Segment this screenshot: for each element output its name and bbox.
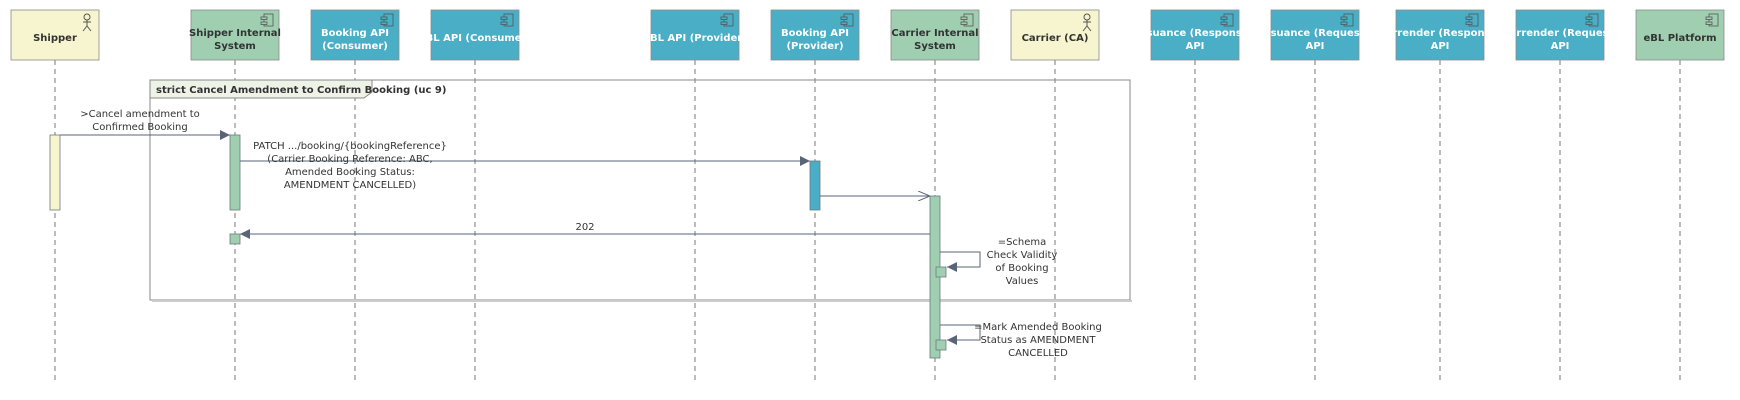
participant-name: Shipper (33, 33, 77, 44)
participant-name: eBL API (Consumer) (419, 33, 531, 44)
participant-booking_consumer[interactable]: Booking API (Consumer) (310, 9, 400, 61)
participant-name: System (914, 41, 956, 52)
actor-icon (82, 13, 92, 32)
participant-name: Carrier (CA) (1022, 33, 1089, 44)
participant-name: Surrender (Response) (1378, 28, 1502, 39)
participant-name: (Consumer) (322, 41, 388, 52)
participant-name: Booking API (321, 28, 389, 39)
component-icon (720, 13, 734, 27)
participant-surrender_response[interactable]: Surrender (Response) API (1378, 9, 1502, 61)
message-label: Values (1006, 276, 1039, 287)
component-icon (1705, 13, 1719, 27)
message-label: =Mark Amended Booking (974, 322, 1102, 333)
activation-bar-carrier_internal (935, 339, 947, 351)
activation-bar-shipper_internal (229, 134, 241, 211)
message-label: CANCELLED (1008, 348, 1068, 359)
participant-name: (Provider) (786, 41, 843, 52)
self-message-arrow (940, 251, 981, 272)
participant-surrender_request[interactable]: Surrender (Request) API (1502, 9, 1618, 61)
activation-bar-booking_provider (809, 160, 821, 211)
participant-issuance_response[interactable]: Issuance (Response) API (1137, 9, 1253, 61)
message-label: Amended Booking Status: (285, 167, 415, 178)
participant-name: API (1186, 41, 1205, 52)
message-label: >Cancel amendment to (80, 109, 200, 120)
participant-ebl_provider[interactable]: eBL API (Provider) (643, 9, 747, 61)
message-label: Confirmed Booking (92, 122, 187, 133)
component-icon (500, 13, 514, 27)
participant-box (1270, 9, 1360, 61)
message-label: of Booking (995, 263, 1048, 274)
message-label: AMENDMENT CANCELLED) (284, 180, 416, 191)
participant-issuance_request[interactable]: Issuance (Request) API (1261, 9, 1369, 61)
participant-shipper[interactable]: Shipper (10, 9, 100, 61)
activation-bar-carrier_internal (935, 266, 947, 278)
component-icon (380, 13, 394, 27)
participant-name: API (1551, 41, 1570, 52)
participant-name: eBL Platform (1643, 33, 1716, 44)
participant-name: Carrier Internal (891, 28, 978, 39)
message-0[interactable]: >Cancel amendment to Confirmed Booking (60, 109, 230, 140)
participant-name: API (1431, 41, 1450, 52)
component-icon (1585, 13, 1599, 27)
participant-name: System (214, 41, 256, 52)
self-message-arrow (940, 324, 981, 345)
participant-name: Shipper Internal (189, 28, 281, 39)
participant-carrier[interactable]: Carrier (CA) (1010, 9, 1100, 61)
message-1[interactable]: PATCH .../booking/{bookingReference} (Car… (240, 141, 810, 191)
participant-name: Surrender (Request) (1502, 28, 1618, 39)
message-label: Status as AMENDMENT (980, 335, 1096, 346)
activation-bar-shipper_internal (229, 233, 241, 245)
message-label: Check Validity (987, 250, 1058, 261)
frame-title: strict Cancel Amendment to Confirm Booki… (156, 85, 446, 96)
component-icon (840, 13, 854, 27)
message-3[interactable]: 202 (240, 222, 930, 239)
participant-booking_provider[interactable]: Booking API (Provider) (770, 9, 860, 61)
message-label: =Schema (998, 237, 1047, 248)
participant-name: API (1306, 41, 1325, 52)
participant-ebl_consumer[interactable]: eBL API (Consumer) (419, 9, 531, 61)
participant-ebl_platform[interactable]: eBL Platform (1635, 9, 1725, 61)
component-icon (1340, 13, 1354, 27)
activation-bar-shipper (49, 134, 61, 211)
participant-name: eBL API (Provider) (643, 33, 747, 44)
actor-icon (1082, 13, 1092, 32)
participant-name: Issuance (Request) (1261, 28, 1369, 39)
component-icon (260, 13, 274, 27)
interaction-frame: strict Cancel Amendment to Confirm Booki… (149, 79, 1132, 302)
participant-name: Booking API (781, 28, 849, 39)
component-icon (1220, 13, 1234, 27)
message-label: 202 (575, 222, 594, 233)
component-icon (960, 13, 974, 27)
message-label: (Carrier Booking Reference: ABC, (267, 154, 432, 165)
component-icon (1465, 13, 1479, 27)
participant-name: Issuance (Response) (1137, 28, 1253, 39)
message-label: PATCH .../booking/{bookingReference} (253, 141, 447, 152)
